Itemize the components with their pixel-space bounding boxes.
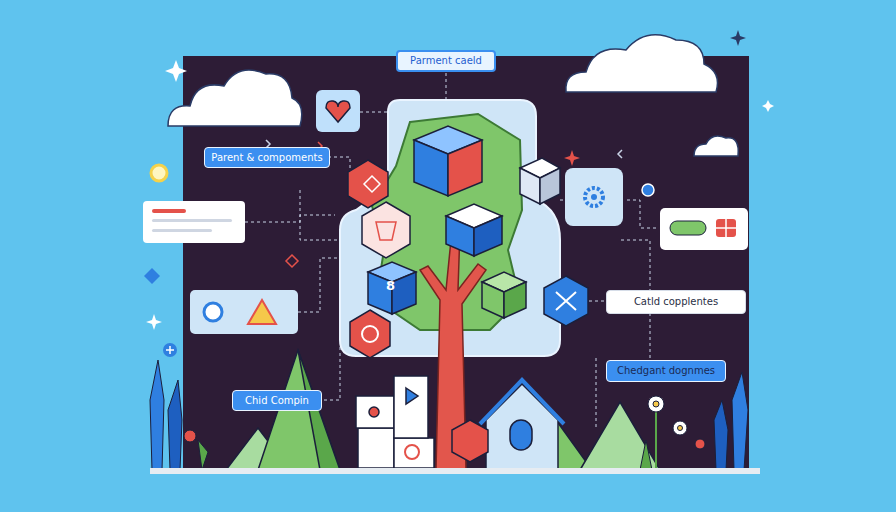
cloud: [168, 35, 738, 156]
plus-icon: [166, 346, 174, 354]
plant: [150, 360, 748, 470]
toggle-icon: [670, 221, 706, 235]
heart-card: [316, 90, 360, 132]
plus-icon: [163, 343, 177, 357]
tag-text: Chid Compin: [245, 395, 309, 407]
hex-block: [348, 160, 588, 358]
gear-icon: [585, 188, 603, 206]
heart-icon: [326, 101, 350, 122]
toggle-card: [660, 208, 748, 250]
ground-strip: [150, 468, 760, 474]
tag-text: Parment caeld: [410, 55, 482, 67]
mountain: [226, 350, 660, 470]
gear-icon: [204, 303, 222, 321]
sparkle: [146, 30, 774, 330]
label-tag: Chid Compin: [232, 390, 322, 411]
label-tag: Catld copplentes: [606, 290, 746, 314]
diamond-icon: [144, 268, 160, 284]
cube: [368, 126, 560, 318]
shape-card: [190, 290, 298, 334]
tag-text: Parent & compoments: [211, 152, 322, 164]
toggle-icon: [716, 219, 736, 237]
label-tag: Parent & compoments: [204, 147, 330, 168]
title-tag: Parment caeld: [396, 50, 496, 72]
text-line: [152, 229, 212, 232]
block-stack: [356, 376, 434, 468]
text-card: [143, 201, 245, 243]
sparkle: [564, 150, 580, 166]
dot-icon: [642, 184, 654, 196]
tag-text: Chedgant dognmes: [617, 365, 715, 377]
diamond-icon: [286, 255, 298, 267]
sun-dot: [151, 165, 167, 181]
text-line: [152, 219, 232, 222]
tag-text: Catld copplentes: [634, 296, 718, 308]
house: [452, 380, 564, 470]
cube-number: 8: [386, 278, 395, 293]
label-tag: Chedgant dognmes: [606, 360, 726, 382]
gear-icon: [591, 194, 597, 200]
triangle-icon: [248, 300, 276, 324]
text-line: [152, 209, 186, 213]
gear-card: [565, 168, 623, 226]
